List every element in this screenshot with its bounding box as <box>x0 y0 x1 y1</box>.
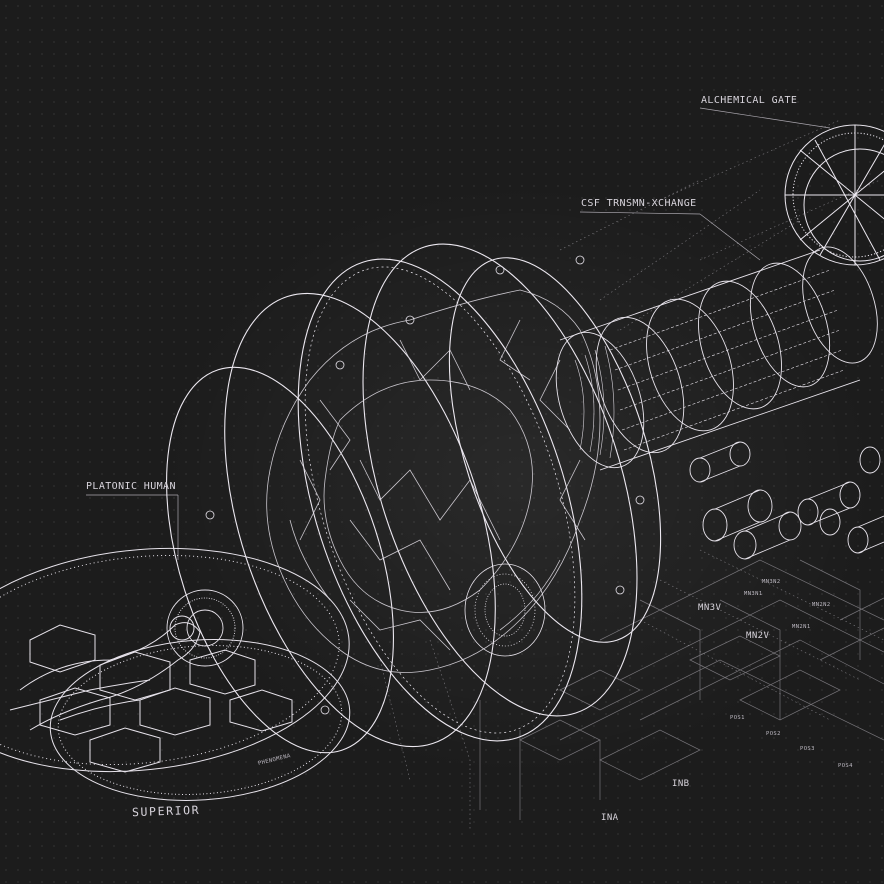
alchemical-gate-label: ALCHEMICAL GATE <box>701 95 798 106</box>
platonic-disc <box>0 547 351 801</box>
mn2v-label: MN2V <box>746 631 770 641</box>
pipe-nozzles <box>689 441 884 560</box>
rock-core <box>266 289 601 673</box>
mn3n2-label: MN3N2 <box>762 579 781 585</box>
alchemical-gate-sphere <box>784 124 884 266</box>
pos4-label: POS4 <box>838 763 853 769</box>
inb-label: INB <box>672 779 690 789</box>
gate-rings <box>166 243 662 754</box>
circuit-grid <box>479 559 884 820</box>
leader-lines <box>86 107 831 560</box>
ina-label: INA <box>601 813 619 823</box>
platonic-human-label: PLATONIC HUMAN <box>86 481 176 492</box>
turbine-ribs <box>574 345 615 459</box>
ring-bolts <box>205 255 645 715</box>
circuit-dotted-lines <box>379 119 884 830</box>
pos3-label: POS3 <box>800 746 815 752</box>
head-dial <box>166 589 244 667</box>
mn3v-label: MN3V <box>698 603 722 613</box>
csf-exchange-label: CSF TRNSMN-XCHANGE <box>581 198 697 209</box>
pos1-label: POS1 <box>730 715 745 721</box>
seed-sphere <box>464 563 546 657</box>
superior-label: SUPERIOR <box>131 802 201 820</box>
mn2n2-label: MN2N2 <box>812 602 831 608</box>
turbine-cylinder <box>555 246 878 471</box>
pos2-label: POS2 <box>766 731 781 737</box>
mn3n1-label: MN3N1 <box>744 591 763 597</box>
mn2n1-label: MN2N1 <box>792 624 811 630</box>
